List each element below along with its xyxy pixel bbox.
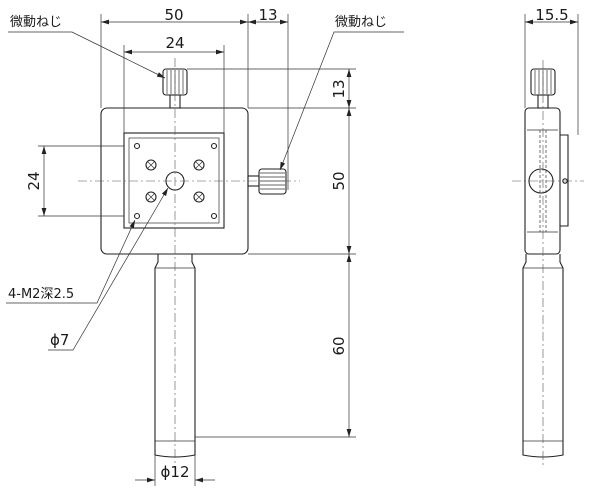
base-plate xyxy=(100,107,249,255)
cross-screw xyxy=(193,159,205,171)
callouts: 微動ねじ 微動ねじ 4-M2深2.5 ϕ7 xyxy=(6,15,404,351)
dim-height-50: 50 xyxy=(330,171,348,190)
dim-width-50: 50 xyxy=(164,6,183,24)
stage-top-bevel xyxy=(128,137,220,224)
dim-height-24: 24 xyxy=(25,171,43,190)
cross-screw xyxy=(145,191,157,203)
tapped-hole xyxy=(210,142,218,150)
front-dimensions: 50 24 13 13 50 60 24 ϕ12 xyxy=(25,6,356,486)
stage-top xyxy=(123,132,225,229)
front-view xyxy=(78,58,300,470)
side-dimensions: 15.5 xyxy=(524,6,579,135)
callout-dia-7: ϕ7 xyxy=(50,331,69,349)
dim-handle-60: 60 xyxy=(330,336,348,355)
dim-dia-12: ϕ12 xyxy=(161,463,190,481)
tapped-hole xyxy=(133,142,141,150)
dim-offset-13-top: 13 xyxy=(258,6,277,24)
tapped-hole xyxy=(210,212,218,220)
dim-thickness-15-5: 15.5 xyxy=(535,6,568,24)
callout-fine-screw-right: 微動ねじ xyxy=(335,15,387,30)
tapped-hole xyxy=(133,212,141,220)
dim-width-24: 24 xyxy=(165,34,184,52)
callout-fine-screw-left: 微動ねじ xyxy=(10,15,62,30)
dim-offset-13-right: 13 xyxy=(330,79,348,98)
right-fine-screw xyxy=(247,168,287,195)
cross-screw xyxy=(193,191,205,203)
cross-screw xyxy=(145,159,157,171)
side-view xyxy=(512,60,584,468)
cross-screws xyxy=(145,159,205,203)
callout-tapped-holes: 4-M2深2.5 xyxy=(8,287,74,302)
side-flange xyxy=(560,134,569,227)
tapped-holes xyxy=(133,142,218,220)
